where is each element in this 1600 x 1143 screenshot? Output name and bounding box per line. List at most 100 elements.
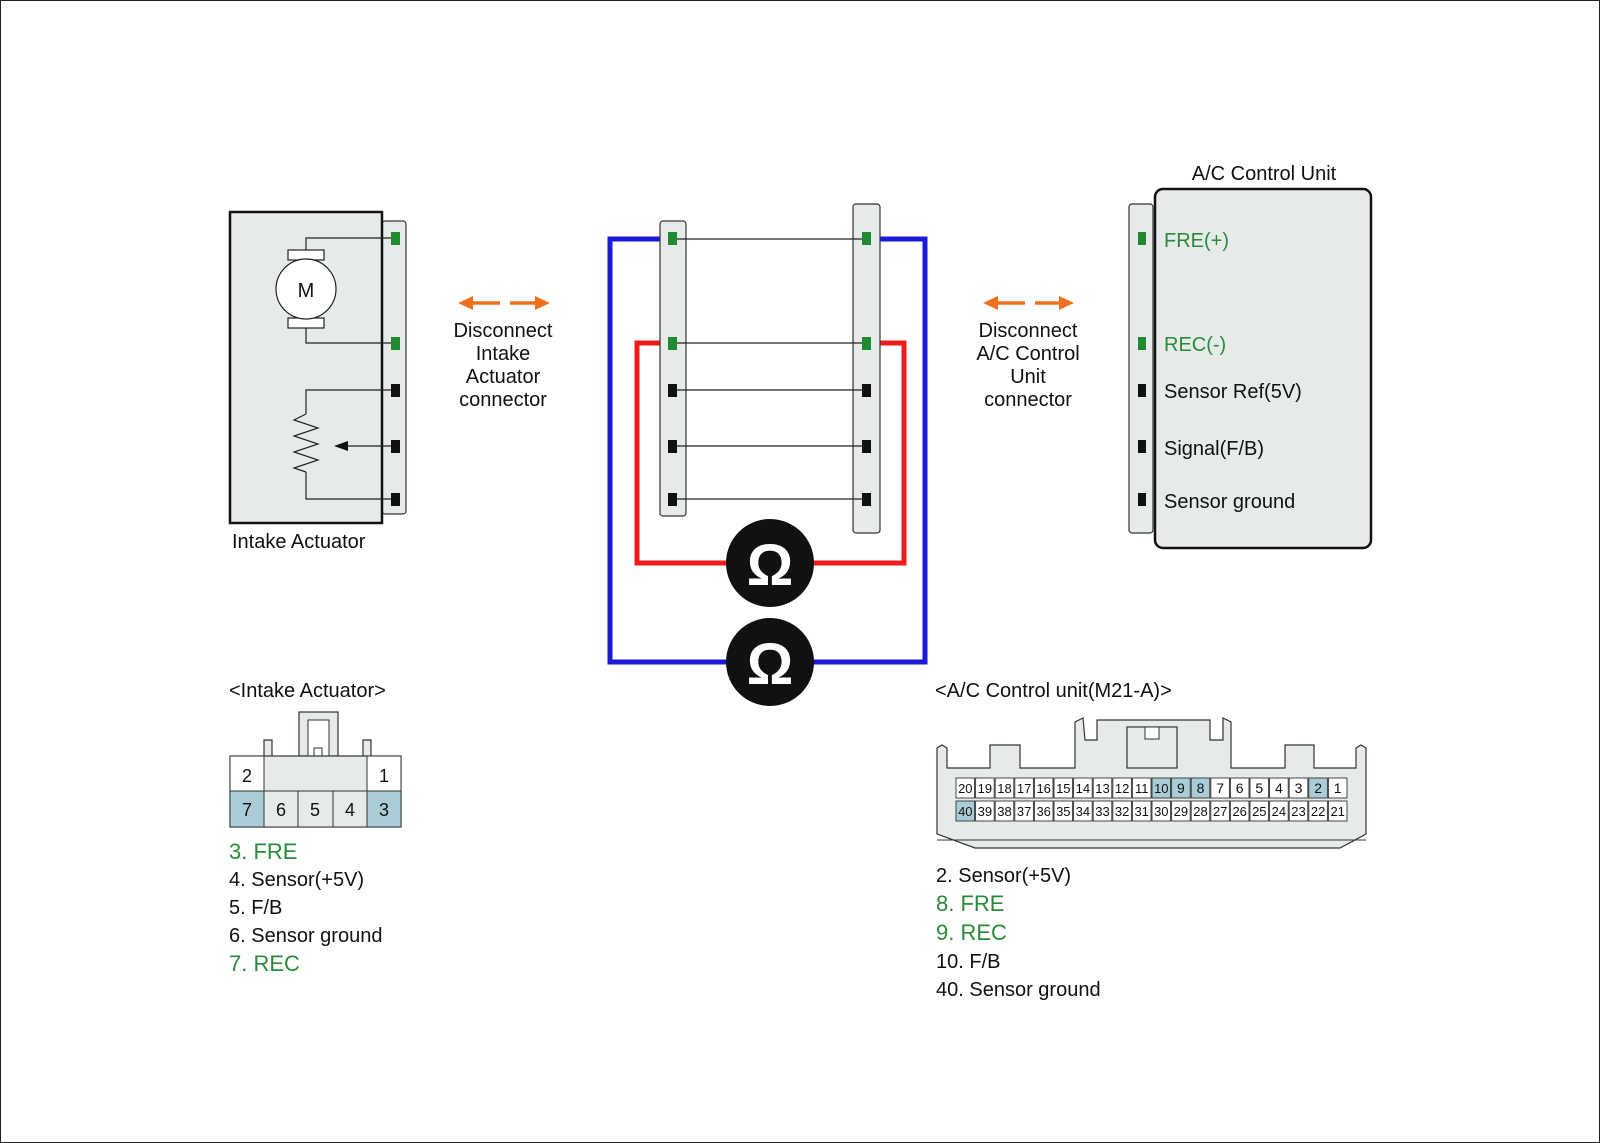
pin-cell: [955, 777, 976, 799]
pin-number: 3: [379, 800, 389, 820]
pin-cell: [975, 800, 995, 822]
pin-legend-item: 6. Sensor ground: [229, 925, 382, 947]
acu-connector-lock-slot: [1144, 726, 1160, 740]
harness-pin: [668, 440, 677, 453]
pin-cell: [1210, 777, 1230, 799]
pin-cell: [1112, 777, 1132, 799]
pin-cell: [1151, 800, 1172, 822]
pin-cell: [1171, 777, 1191, 799]
disconnect-left-line: Actuator: [466, 366, 541, 388]
pin-cell: [1249, 777, 1270, 799]
actuator-pin: [391, 440, 400, 453]
pin-cell: [1308, 800, 1328, 822]
pin-number: 6: [1236, 780, 1244, 796]
pin-cell: [1131, 777, 1152, 799]
pin-cell: [1269, 777, 1289, 799]
motor-symbol: [275, 258, 337, 320]
harness-pin: [862, 440, 871, 453]
pin-number: 7: [242, 800, 252, 820]
pin-cell: [1112, 800, 1132, 822]
pin-cell: [1288, 777, 1309, 799]
pin-legend-item: 2. Sensor(+5V): [936, 865, 1071, 887]
pin-number: 4: [1275, 780, 1283, 796]
harness-pin: [862, 337, 871, 350]
pin-number: 27: [1213, 804, 1227, 819]
harness-pin: [668, 232, 677, 245]
pin-number: 37: [1017, 804, 1031, 819]
intake-connector-face: <Intake Actuator> 2 1 7 6 5 4 3 3. FRE 4…: [229, 680, 402, 976]
pin-cell: [1269, 800, 1289, 822]
pin-number: 3: [1295, 780, 1303, 796]
pin-number: 33: [1095, 804, 1109, 819]
acu-pin-label: Sensor Ref(5V): [1164, 381, 1302, 403]
pin-cell: [1073, 800, 1093, 822]
pin-number: 17: [1017, 781, 1031, 796]
pin-number: 14: [1076, 781, 1090, 796]
pin-number: 9: [1177, 780, 1185, 796]
pin-cell: [1073, 777, 1093, 799]
pin-number: 25: [1252, 804, 1266, 819]
ohmmeter-icon: Ω: [726, 618, 814, 706]
pin-legend-item: 4. Sensor(+5V): [229, 869, 364, 891]
pin-number: 29: [1174, 804, 1188, 819]
intake-connector-title: <Intake Actuator>: [229, 680, 386, 702]
test-harness: Ω Ω: [607, 203, 928, 706]
harness-pin: [668, 493, 677, 506]
pin-cell: [366, 755, 402, 792]
actuator-pin: [391, 337, 400, 350]
intake-actuator: M Intake Actuator: [228, 210, 407, 553]
acu-pin: [1138, 440, 1146, 453]
pin-number: 16: [1036, 781, 1050, 796]
pin-number: 11: [1135, 781, 1149, 796]
pin-cell: [1190, 777, 1211, 799]
pin-number: 23: [1291, 804, 1305, 819]
pin-number: 12: [1115, 781, 1129, 796]
harness-pin: [668, 384, 677, 397]
pin-cell: [1327, 777, 1348, 799]
pin-cell: [1288, 800, 1309, 822]
double-arrow-icon: [983, 296, 1074, 310]
pin-number: 34: [1076, 804, 1090, 819]
pin-number: 39: [978, 804, 992, 819]
pin-number: 1: [1334, 780, 1342, 796]
pin-cell: [1053, 800, 1074, 822]
pin-cell: [366, 790, 402, 828]
pin-number: 21: [1330, 804, 1344, 819]
actuator-label: Intake Actuator: [232, 531, 366, 553]
actuator-pin: [391, 232, 400, 245]
disconnect-right-line: Unit: [1010, 366, 1046, 388]
actuator-connector-strip: [381, 220, 407, 515]
double-arrow-icon: [458, 296, 550, 310]
pin-number: 40: [958, 804, 972, 819]
ac-control-unit: A/C Control Unit FRE(+) REC(-) Sensor Re…: [1128, 163, 1373, 550]
pin-cell: [1249, 800, 1270, 822]
pin-number: 4: [345, 800, 355, 820]
connector-latch: [263, 739, 273, 756]
pot-wiper-arrow-icon: [334, 441, 348, 451]
pin-number: 6: [276, 800, 286, 820]
disconnect-left: Disconnect Intake Actuator connector: [454, 296, 553, 411]
pin-cell: [1092, 777, 1113, 799]
disconnect-right-line: A/C Control: [976, 343, 1079, 365]
motor-wire-top: [305, 237, 396, 250]
harness-pin: [862, 232, 871, 245]
pin-legend-item: 7. REC: [229, 951, 300, 976]
pin-number: 18: [997, 781, 1011, 796]
pin-number: 24: [1272, 804, 1286, 819]
acu-connector-strip: [1128, 203, 1154, 534]
pin-number: 36: [1036, 804, 1050, 819]
pin-legend-item: 9. REC: [936, 920, 1007, 945]
actuator-pin: [391, 384, 400, 397]
disconnect-right: Disconnect A/C Control Unit connector: [976, 296, 1080, 411]
disconnect-left-line: Intake: [476, 343, 530, 365]
pin-cell: [1210, 800, 1230, 822]
pin-legend-item: 40. Sensor ground: [936, 979, 1101, 1001]
harness-pin: [862, 493, 871, 506]
pin-cell: [994, 800, 1015, 822]
pin-legend-item: 5. F/B: [229, 897, 282, 919]
pin-cell: [1327, 800, 1348, 822]
pin-cell: [1092, 800, 1113, 822]
pin-number: 26: [1232, 804, 1246, 819]
pin-cell: [1308, 777, 1328, 799]
pin-cell: [1053, 777, 1074, 799]
